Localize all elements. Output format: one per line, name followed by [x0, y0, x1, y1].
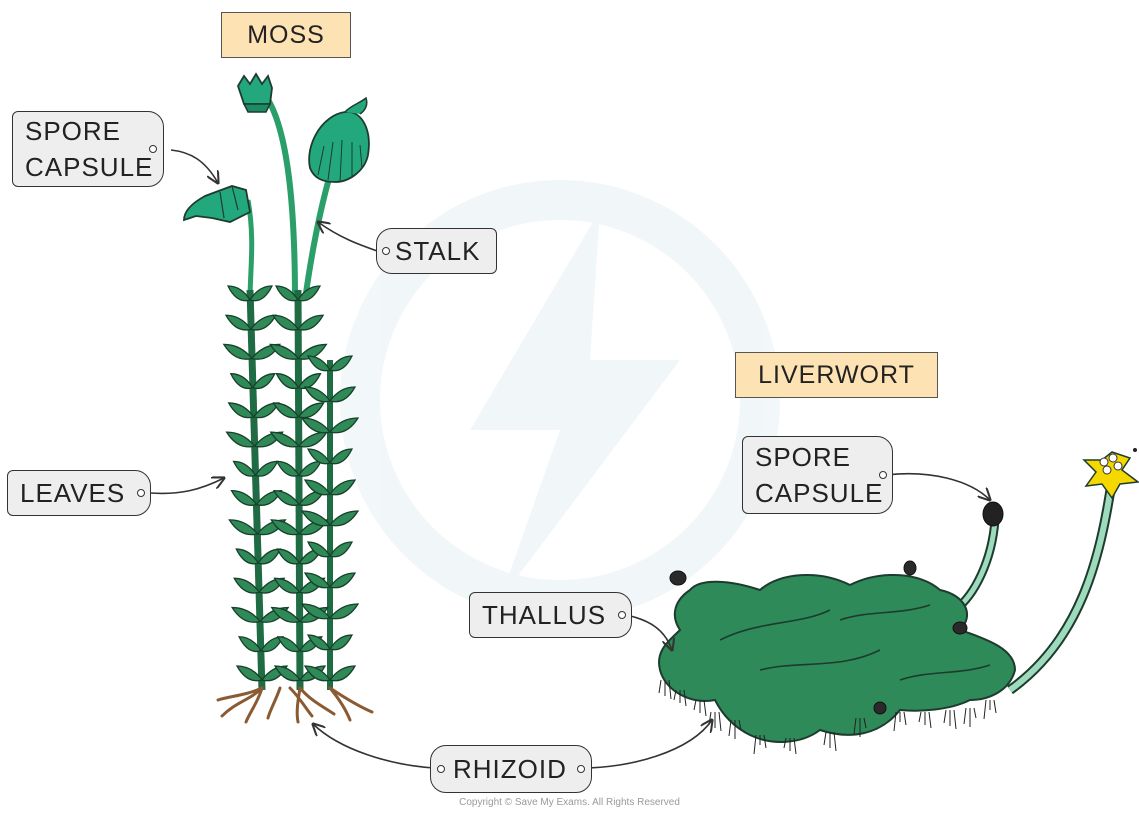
yellow-cap-icon	[1084, 448, 1138, 498]
rhizoid-hair	[994, 700, 996, 713]
moss-leaf	[308, 356, 330, 371]
small-capsule-icon	[953, 622, 967, 634]
moss-leaf	[305, 480, 330, 495]
moss-leaf	[308, 449, 330, 464]
moss-stalk	[248, 200, 252, 300]
arrow-leaves	[150, 478, 224, 493]
label-moss-spore-capsule: SPORE CAPSULE	[12, 111, 164, 187]
rhizoid-hair	[694, 700, 696, 710]
tag-hole-icon	[149, 145, 157, 153]
label-text: CAPSULE	[755, 475, 883, 511]
label-text: LEAVES	[20, 475, 125, 511]
spore-capsule-icon	[184, 186, 250, 222]
moss-leaf	[299, 432, 327, 447]
rhizoid-hair	[704, 700, 706, 716]
label-text: SPORE	[25, 113, 153, 149]
moss-leaf	[273, 315, 298, 330]
moss-leaf	[298, 315, 323, 330]
rhizoid-hair	[984, 700, 986, 719]
rhizoid-hair	[904, 712, 906, 725]
liverwort-spore-capsule-icon	[983, 502, 1003, 526]
moss-leaf	[258, 549, 280, 564]
moss-leaf	[330, 542, 352, 557]
tag-hole-icon	[879, 471, 887, 479]
moss-stem	[298, 290, 300, 690]
arrow-rhizoid-liverwort	[582, 720, 712, 768]
moss-leaf	[330, 573, 355, 588]
tag-hole-icon	[437, 765, 445, 773]
tag-hole-icon	[577, 765, 585, 773]
small-capsule-icon	[874, 702, 886, 714]
rhizoid-hair	[729, 720, 731, 736]
moss-leaves	[224, 286, 358, 681]
liverwort-title: LIVERWORT	[735, 352, 938, 398]
label-text: CAPSULE	[25, 149, 153, 185]
rhizoid-hair	[929, 712, 931, 728]
moss-leaf	[232, 608, 260, 623]
liverwort-stalk	[1010, 480, 1112, 690]
moss-leaf	[302, 418, 330, 433]
moss-leaf	[274, 491, 299, 506]
label-text: STALK	[395, 233, 480, 269]
arrow-rhizoid-moss	[313, 724, 434, 768]
moss-leaf	[330, 480, 355, 495]
rhizoid-hair	[944, 710, 946, 723]
small-capsule-icon	[670, 571, 686, 585]
arrow-stalk	[318, 222, 380, 252]
moss-leaf	[229, 520, 257, 535]
spore-capsule-icon	[238, 74, 272, 112]
spore-capsule-icon	[309, 98, 369, 182]
thallus-body	[659, 575, 1015, 742]
rhizoid-hair	[974, 708, 976, 718]
rhizoid-hair	[964, 708, 966, 724]
label-text: SPORE	[755, 439, 883, 475]
moss-stalk	[305, 175, 330, 300]
label-liverwort-spore-capsule: SPORE CAPSULE	[742, 436, 893, 514]
moss-leaf	[330, 635, 352, 650]
moss-leaf	[224, 344, 252, 359]
moss-leaf	[330, 511, 358, 526]
moss-leaf	[305, 387, 330, 402]
small-capsule-icon	[904, 561, 916, 575]
moss-plant	[184, 74, 372, 722]
moss-leaf	[299, 403, 324, 418]
rhizoid-hair	[659, 680, 661, 693]
liverwort-stalk	[955, 520, 995, 610]
rhizoid-hair	[919, 712, 921, 722]
moss-leaf	[227, 432, 255, 447]
label-leaves: LEAVES	[7, 470, 151, 516]
tag-hole-icon	[137, 489, 145, 497]
rhizoid-hair	[954, 710, 956, 729]
label-thallus: THALLUS	[469, 592, 632, 638]
label-rhizoid: RHIZOID	[430, 745, 592, 793]
arrow-moss-spore-capsule	[171, 150, 218, 183]
tag-hole-icon	[618, 611, 626, 619]
moss-leaf	[251, 315, 276, 330]
label-text: RHIZOID	[453, 751, 567, 787]
moss-leaf	[330, 666, 355, 681]
liverwort-stalk	[1010, 480, 1112, 690]
rhizoid-hair	[824, 732, 826, 745]
moss-leaf	[274, 403, 299, 418]
moss-leaf	[226, 315, 251, 330]
moss-stalk	[265, 95, 295, 300]
moss-leaf	[229, 403, 254, 418]
arrow-liverwort-spore-capsule	[886, 474, 990, 500]
moss-title: MOSS	[221, 12, 351, 58]
rhizoid-icon	[218, 688, 372, 722]
copyright-notice: Copyright © Save My Exams. All Rights Re…	[0, 797, 1139, 808]
moss-leaf	[330, 604, 358, 619]
moss-leaf	[302, 511, 330, 526]
rhizoid-hair	[719, 712, 721, 731]
label-stalk: STALK	[376, 228, 497, 274]
tag-hole-icon	[382, 247, 390, 255]
label-text: THALLUS	[482, 597, 606, 633]
